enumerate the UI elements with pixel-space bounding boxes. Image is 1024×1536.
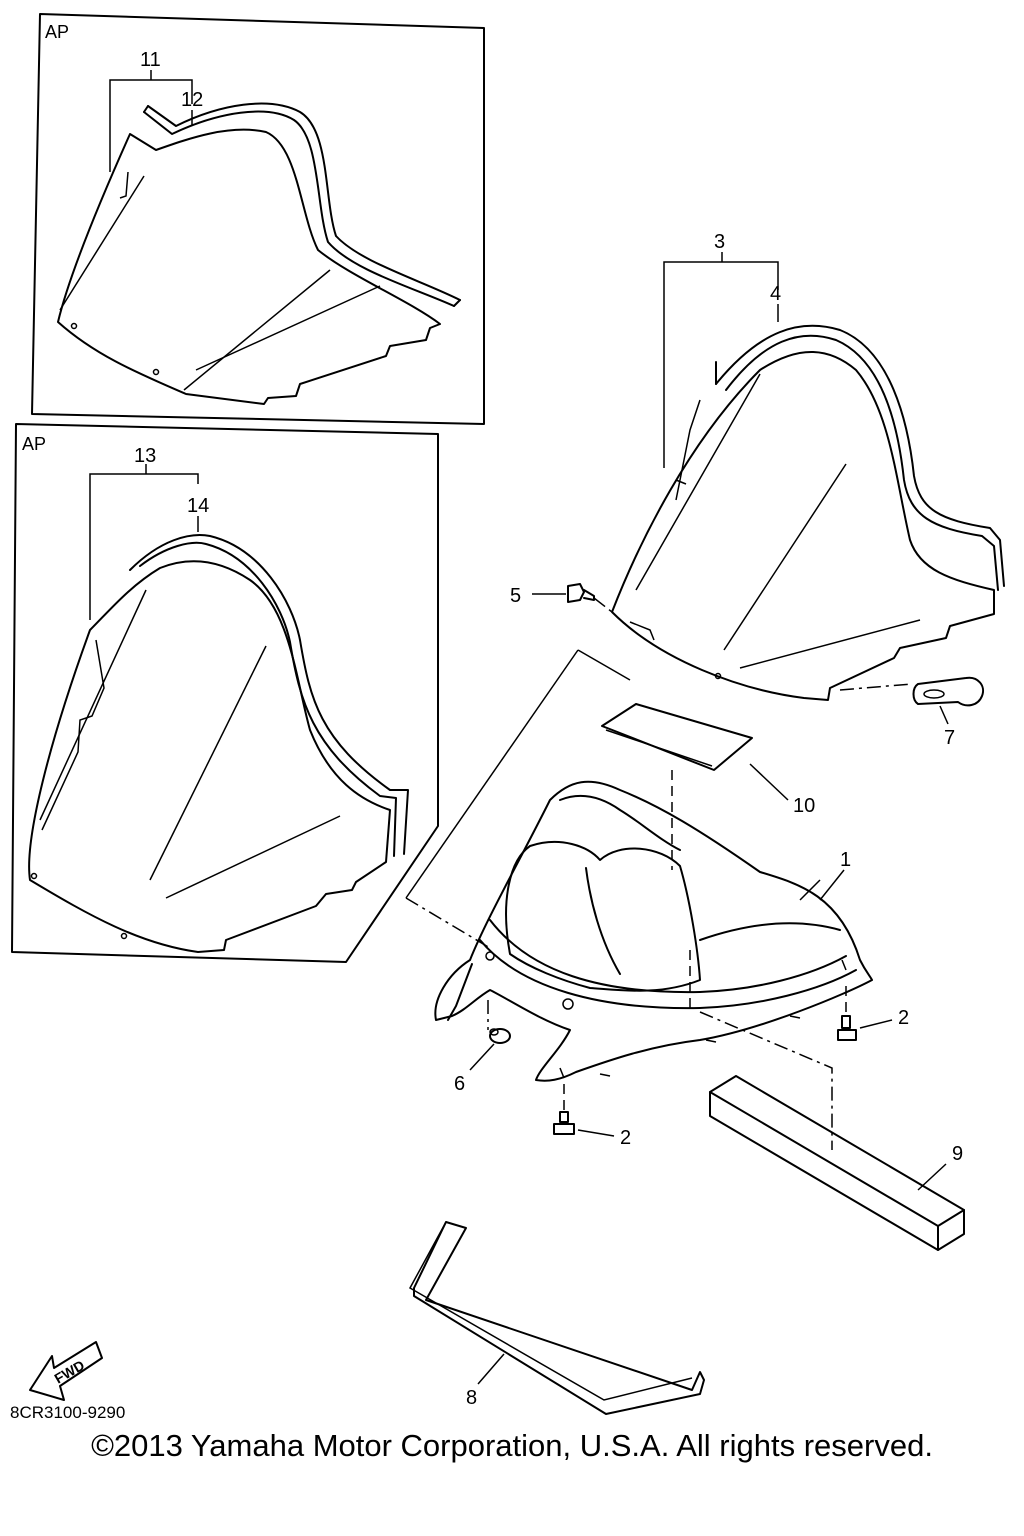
callout-7: 7 [944,727,955,749]
ap-box-bottom: AP 13 14 [11,423,439,963]
windshield-13 [28,560,391,953]
diagram-code: 8CR3100-9290 [10,1403,125,1422]
bolt-2-right: 2 [837,986,909,1041]
windshield-3: 3 4 [611,231,1005,701]
trim-strip-4 [715,324,1005,591]
ap-label-bottom: AP [22,434,46,454]
callout-9: 9 [952,1143,963,1165]
callout-12: 12 [181,89,203,111]
callout-8: 8 [466,1387,477,1409]
fwd-arrow: FWD [29,1341,103,1401]
grommet-6: 6 [454,1000,511,1095]
trim-strip-12 [143,102,461,307]
callout-1: 1 [840,849,851,871]
callout-11: 11 [140,49,161,71]
fastener-7: 7 [839,676,984,749]
fwd-label: FWD [52,1357,88,1387]
bolt-5: 5 [510,583,613,613]
ap-label-top: AP [45,22,69,42]
copyright-notice: ©2013 Yamaha Motor Corporation, U.S.A. A… [91,1428,933,1463]
bolt-2-lower: 2 [553,1084,631,1149]
callout-10: 10 [793,795,815,817]
cowl-1: 1 [434,780,873,1150]
callout-6: 6 [454,1073,465,1095]
foam-block-9: 9 [709,1075,965,1251]
pad-10: 10 [601,703,815,870]
callout-2-lower: 2 [620,1127,631,1149]
callout-2-right: 2 [898,1007,909,1029]
callout-4: 4 [770,283,781,305]
seal-strip-8: 8 [408,1221,705,1415]
callout-5: 5 [510,585,521,607]
ap-box-top: AP 11 12 [31,13,485,425]
callout-14: 14 [187,495,209,517]
callout-13: 13 [134,445,156,467]
callout-3: 3 [714,231,725,253]
windshield-11 [57,128,441,405]
trim-strip-14 [129,534,409,857]
